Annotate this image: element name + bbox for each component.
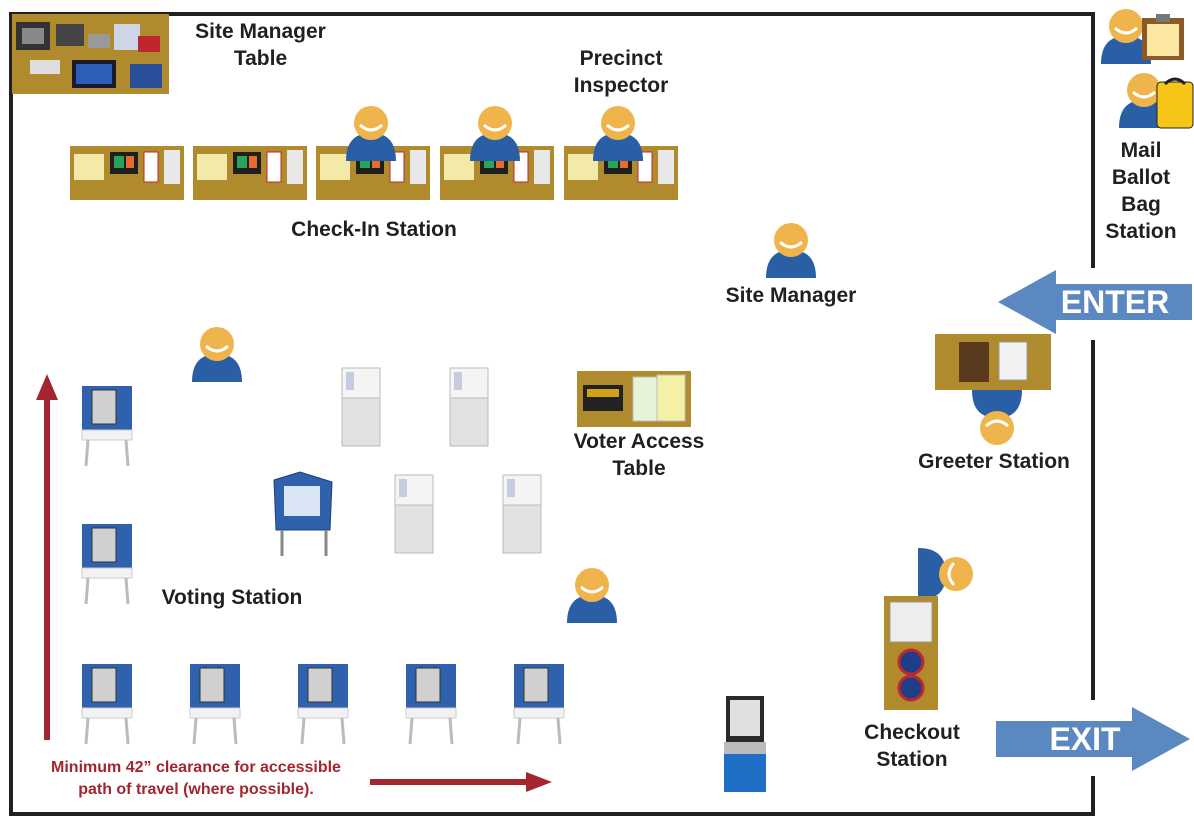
site-manager-table-label: Site Manager Table (195, 20, 326, 70)
greeter-table (935, 334, 1051, 390)
clearance-arrow-right-icon (370, 772, 552, 792)
voter-access-table-label: Voter Access Table (573, 430, 705, 480)
check-in-station-label: Check-In Station (291, 218, 457, 241)
room-floorplan (9, 12, 1095, 816)
ballot-bag-icon (1156, 77, 1194, 129)
privacy-booth-icon (273, 471, 333, 556)
check-in-worker-2-icon (470, 106, 520, 161)
greeter-icon (972, 390, 1022, 445)
clearance-arrow-up-icon (36, 374, 58, 740)
exit-label: EXIT (1049, 721, 1121, 757)
site-manager-label: Site Manager (725, 284, 857, 307)
voting-machine-bottom-1-icon (81, 664, 133, 745)
precinct-inspector-label: Precinct Inspector (573, 47, 669, 97)
voting-station-label: Voting Station (161, 586, 303, 609)
precinct-inspector-icon (593, 106, 643, 161)
paper-booth-2-icon (449, 367, 489, 447)
check-in-worker-1-icon (346, 106, 396, 161)
voting-machine-left-1-icon (81, 386, 133, 467)
checkout-station-label: Checkout Station (864, 721, 960, 771)
voting-worker-icon (192, 327, 242, 382)
ballot-scanner-icon (724, 696, 766, 792)
voting-machine-bottom-4-icon (405, 664, 457, 745)
enter-label: ENTER (1060, 284, 1170, 320)
checkout-worker-icon (918, 548, 973, 600)
voting-machine-bottom-2-icon (189, 664, 241, 745)
paper-booth-4-icon (502, 474, 542, 554)
voting-machine-bottom-3-icon (297, 664, 349, 745)
check-in-table-1 (70, 146, 184, 200)
mail-ballot-bag-station-label: Mail Ballot Bag Station (1105, 139, 1177, 243)
paper-booth-3-icon (394, 474, 434, 554)
mail-ballot-worker-1-icon (1101, 9, 1151, 64)
greeter-station-label: Greeter Station (918, 450, 1070, 473)
floor-worker-icon (567, 568, 617, 623)
site-manager-table (12, 14, 169, 94)
check-in-table-2 (193, 146, 307, 200)
voting-machine-bottom-5-icon (513, 664, 565, 745)
exit-arrow-icon (996, 707, 1190, 771)
voting-machine-left-2-icon (81, 524, 133, 605)
checkout-table (884, 596, 938, 710)
enter-arrow-icon (998, 270, 1192, 334)
site-manager-icon (766, 223, 816, 278)
clipboard-icon (1142, 14, 1184, 60)
clearance-note: Minimum 42” clearance for accessible pat… (51, 759, 341, 798)
voter-access-table (577, 371, 691, 427)
paper-booth-1-icon (341, 367, 381, 447)
